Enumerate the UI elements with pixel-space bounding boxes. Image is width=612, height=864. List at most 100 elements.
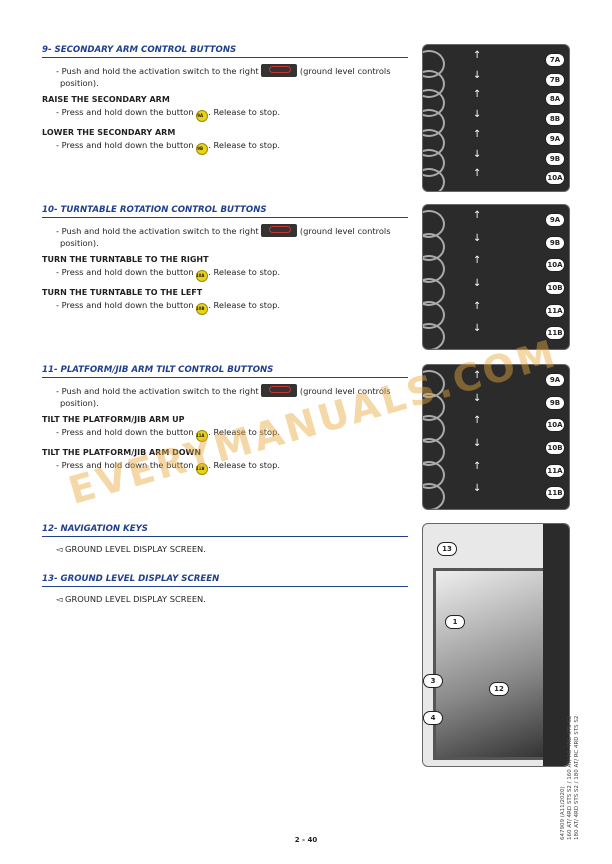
instruction: - Press and hold down the button (56, 427, 194, 437)
activation-switch-icon (261, 64, 298, 77)
callout-label: 9A (545, 373, 565, 387)
section-secondary-arm: 9- SECONDARY ARM CONTROL BUTTONS - Push … (42, 44, 408, 160)
section-title: 12- NAVIGATION KEYS (42, 523, 408, 537)
document-reference: 647909 (A11/2020) 160 AT/ 4RD STS S2 / 1… (560, 716, 581, 840)
arrow-icon: ↑ (473, 255, 482, 267)
section-turntable: 10- TURNTABLE ROTATION CONTROL BUTTONS -… (42, 204, 408, 320)
callout-label: 11A (545, 463, 565, 478)
button-10a-icon: 10A (196, 270, 209, 282)
callout-label: 9B (545, 235, 565, 250)
arrow-icon: ↑ (473, 128, 482, 140)
callout-label: 10A (545, 418, 565, 433)
callout-label: 10A (545, 258, 565, 273)
instruction: - Press and hold down the button (56, 460, 194, 470)
control-button-ring (423, 168, 445, 191)
action-heading: TURN THE TURNTABLE TO THE LEFT (42, 288, 203, 297)
button-9b-icon: 9B (196, 143, 209, 155)
arrow-icon: ↓ (473, 278, 482, 289)
instruction-end: . Release to stop. (208, 427, 281, 437)
arrow-icon: ↓ (473, 323, 482, 335)
action-heading: LOWER THE SECONDARY ARM (42, 128, 176, 137)
activation-switch-icon (261, 224, 298, 237)
callout-label: 11B (545, 486, 565, 501)
action-heading: RAISE THE SECONDARY ARM (42, 95, 170, 104)
arrow-icon: ↓ (473, 148, 482, 160)
callout-label: 8A (545, 92, 565, 107)
models-line-1: 160 AT/ 4RD STS S2 / 160 AT/ RC 4RD STS … (567, 715, 573, 840)
callout-label: 10B (545, 441, 565, 455)
instruction-end: . Release to stop. (208, 140, 281, 150)
button-11b-icon: 11B (196, 463, 209, 475)
arrow-icon: ↓ (473, 69, 482, 81)
instruction: - Push and hold the activation switch to… (56, 386, 259, 396)
section-navigation-keys: 12- NAVIGATION KEYS ◅ GROUND LEVEL DISPL… (42, 523, 408, 560)
section-tilt: 11- PLATFORM/JIB ARM TILT CONTROL BUTTON… (42, 364, 408, 480)
callout-label: 9B (545, 395, 565, 410)
section-title: 13- GROUND LEVEL DISPLAY SCREEN (42, 573, 408, 587)
figure-turntable-buttons: ↑ 9A ↓ 9B ↑ 10A ↓ 10B ↑ 11A ↓ 11B (422, 204, 570, 350)
action-heading: TURN THE TURNTABLE TO THE RIGHT (42, 255, 209, 264)
instruction: - Press and hold down the button (56, 107, 194, 117)
instruction-end: (ground level controls position). (60, 66, 391, 88)
arrow-icon: ↑ (473, 89, 482, 101)
action-heading: TILT THE PLATFORM/JIB ARM UP (42, 415, 185, 424)
instruction: - Press and hold down the button (56, 267, 194, 277)
callout-1: 1 (445, 615, 465, 629)
instruction: - Press and hold down the button (56, 140, 194, 150)
instruction: - Push and hold the activation switch to… (56, 226, 259, 236)
arrow-icon: ↑ (473, 50, 482, 61)
callout-label: 9B (545, 151, 565, 166)
callout-label: 11B (545, 326, 565, 341)
instruction-end: . Release to stop. (208, 107, 281, 117)
action-heading: TILT THE PLATFORM/JIB ARM DOWN (42, 448, 202, 457)
callout-13: 13 (437, 542, 457, 556)
section-title: 10- TURNTABLE ROTATION CONTROL BUTTONS (42, 204, 408, 218)
figure-display-screen: 13 1 3 4 12 (422, 523, 570, 767)
display-screen (433, 568, 549, 760)
callout-label: 11A (545, 303, 565, 318)
instruction: - Press and hold down the button (56, 300, 194, 310)
callout-3: 3 (423, 674, 443, 688)
figure-secondary-arm-buttons: ↑ 7A ↓ 7B ↑ 8A ↓ 8B ↑ 9A ↓ 9B ↑ 10A (422, 44, 570, 192)
cross-reference: ◅ GROUND LEVEL DISPLAY SCREEN. (56, 594, 206, 604)
callout-label: 7A (545, 53, 565, 67)
section-title: 9- SECONDARY ARM CONTROL BUTTONS (42, 44, 408, 58)
control-button-ring (423, 483, 445, 509)
arrow-icon: ↑ (473, 460, 482, 472)
callout-label: 9A (545, 131, 565, 146)
instruction-end: . Release to stop. (208, 267, 281, 277)
instruction-end: . Release to stop. (208, 300, 281, 310)
arrow-icon: ↓ (473, 232, 482, 244)
callout-label: 10B (545, 281, 565, 295)
instruction-end: . Release to stop. (208, 460, 281, 470)
arrow-icon: ↑ (473, 168, 482, 180)
figure-tilt-buttons: ↑ 9A ↓ 9B ↑ 10A ↓ 10B ↑ 11A ↓ 11B (422, 364, 570, 510)
callout-label: 10A (545, 171, 565, 186)
activation-switch-icon (261, 384, 298, 397)
page-number: 2 - 40 (294, 836, 318, 844)
instruction: - Push and hold the activation switch to… (56, 66, 259, 76)
callout-12: 12 (489, 682, 509, 696)
callout-label: 7B (545, 72, 565, 87)
arrow-icon: ↓ (473, 109, 482, 121)
arrow-icon: ↑ (473, 210, 482, 221)
arrow-icon: ↑ (473, 415, 482, 427)
callout-4: 4 (423, 711, 443, 725)
arrow-icon: ↑ (473, 300, 482, 312)
section-display-screen: 13- GROUND LEVEL DISPLAY SCREEN ◅ GROUND… (42, 573, 408, 610)
control-button-ring (423, 323, 445, 349)
arrow-icon: ↓ (473, 438, 482, 449)
callout-label: 8B (545, 112, 565, 127)
button-9a-icon: 9A (196, 110, 209, 122)
doc-code: 647909 (A11/2020) (560, 786, 566, 840)
instruction-end: (ground level controls position). (60, 386, 391, 408)
models-line-2: 180 AT/ 4RD STS S2 / 180 AT/ RC 4RD STS … (574, 715, 580, 840)
arrow-icon: ↑ (473, 370, 482, 381)
callout-label: 9A (545, 213, 565, 227)
section-title: 11- PLATFORM/JIB ARM TILT CONTROL BUTTON… (42, 364, 408, 378)
arrow-icon: ↓ (473, 392, 482, 404)
cross-reference: ◅ GROUND LEVEL DISPLAY SCREEN. (56, 544, 206, 554)
keypad-strip (543, 524, 569, 766)
arrow-icon: ↓ (473, 483, 482, 495)
